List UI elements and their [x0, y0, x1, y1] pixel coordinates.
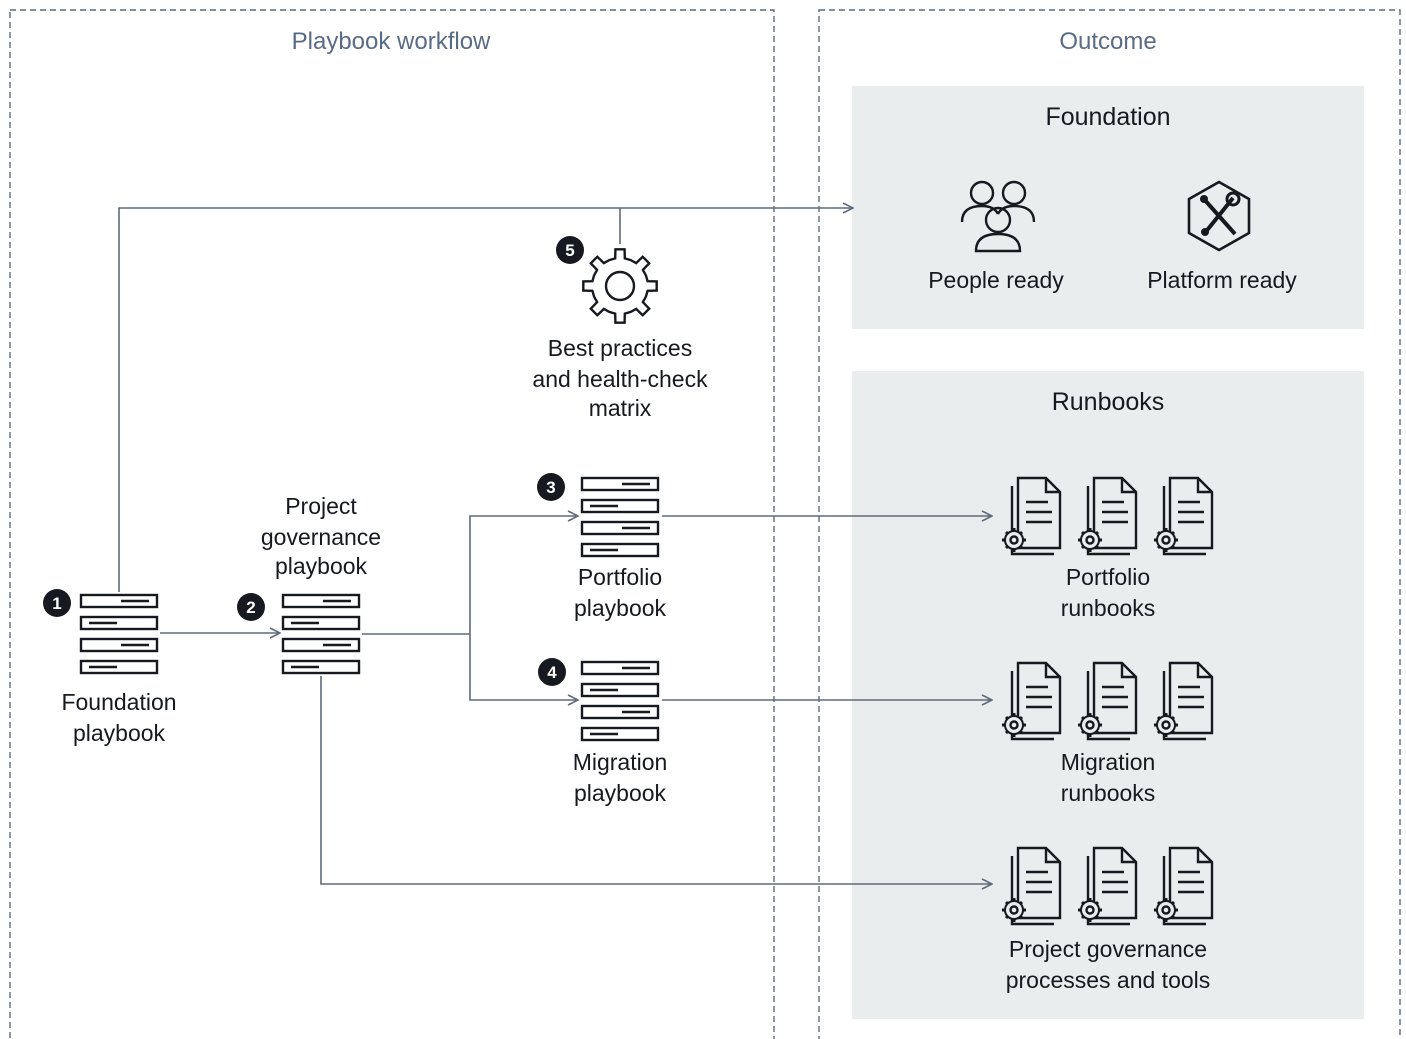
portfolio-playbook-label-line1: Portfolio [578, 564, 662, 590]
svg-text:3: 3 [546, 478, 555, 497]
governance-playbook-label-line3: playbook [275, 553, 368, 579]
users-group-icon [960, 180, 1036, 253]
best-practices-label-line1: Best practices [548, 335, 692, 361]
migration-playbook-label-line1: Migration [573, 749, 668, 775]
portfolio-playbook-icon [580, 476, 660, 558]
svg-text:5: 5 [565, 241, 574, 260]
governance-runbooks-label-line1: Project governance [1009, 936, 1207, 962]
edge-governance-to-runbooks [320, 676, 992, 884]
svg-text:4: 4 [547, 663, 557, 682]
governance-playbook-icon [281, 593, 361, 675]
svg-text:1: 1 [52, 594, 61, 613]
platform-ready-label: Platform ready [1147, 267, 1297, 293]
edge-to-migration [469, 634, 578, 700]
workflow-section [9, 9, 775, 1039]
foundation-panel-title: Foundation [1045, 103, 1170, 131]
badge-4: 4 [538, 658, 566, 686]
best-practices-label-line3: matrix [589, 395, 652, 421]
edge-to-portfolio [469, 516, 578, 634]
migration-runbooks-label-line1: Migration [1061, 749, 1156, 775]
foundation-playbook-icon [79, 593, 159, 675]
badge-3: 3 [537, 473, 565, 501]
foundation-panel [852, 86, 1364, 329]
runbooks-panel-title: Runbooks [1052, 388, 1165, 416]
workflow-section-title: Playbook workflow [292, 28, 491, 55]
migration-playbook-label-line2: playbook [574, 780, 667, 806]
migration-runbooks-label-line2: runbooks [1061, 780, 1156, 806]
governance-playbook-label-line1: Project [285, 493, 357, 519]
runbooks-panel [852, 371, 1364, 1019]
portfolio-playbook-label-line2: playbook [574, 595, 667, 621]
migration-playbook-icon [580, 660, 660, 742]
gear-icon [582, 248, 658, 324]
people-ready-label: People ready [928, 267, 1064, 293]
governance-runbooks-label-line2: processes and tools [1006, 967, 1211, 993]
foundation-playbook-label-line2: playbook [73, 720, 166, 746]
outcome-section-title: Outcome [1059, 28, 1156, 55]
outcome-section [818, 9, 1401, 1039]
foundation-playbook-label-line1: Foundation [61, 689, 176, 715]
badge-1: 1 [43, 589, 71, 617]
portfolio-runbooks-label-line2: runbooks [1061, 595, 1156, 621]
tools-hexagon-icon [1187, 180, 1251, 252]
governance-playbook-label-line2: governance [261, 524, 381, 550]
best-practices-label-line2: and health-check [532, 366, 708, 392]
portfolio-runbooks-label-line1: Portfolio [1066, 564, 1150, 590]
badge-2: 2 [237, 593, 265, 621]
badge-5: 5 [556, 236, 584, 264]
edge-foundation-to-outcome [118, 208, 853, 592]
svg-text:2: 2 [246, 598, 255, 617]
